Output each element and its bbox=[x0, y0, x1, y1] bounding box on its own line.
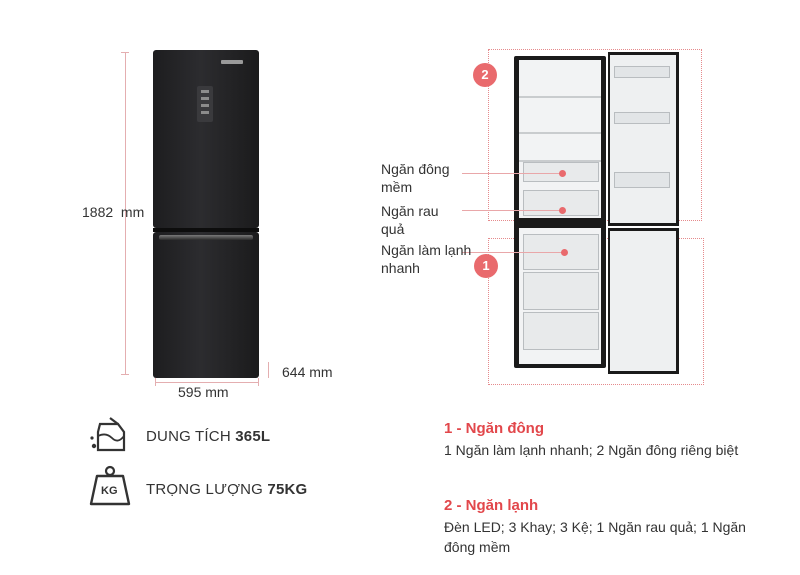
veg-dot bbox=[559, 207, 566, 214]
shelf bbox=[519, 160, 601, 162]
quick-cool-label: Ngăn làm lạnh nhanh bbox=[381, 242, 472, 276]
badge-1: 1 bbox=[474, 254, 498, 278]
control-panel bbox=[197, 86, 213, 122]
badge-2: 2 bbox=[473, 63, 497, 87]
width-left-tick bbox=[155, 378, 156, 386]
quick-cool-callout-line bbox=[462, 252, 562, 253]
soft-freeze-callout-line bbox=[462, 173, 560, 174]
veg-callout-line bbox=[462, 210, 560, 211]
fridge-closed bbox=[153, 50, 259, 378]
door-split bbox=[153, 228, 259, 232]
capacity-spec: DUNG TÍCH 365L bbox=[146, 428, 270, 445]
weight-spec: TRỌNG LƯỢNG 75KG bbox=[146, 481, 307, 498]
capacity-label: DUNG TÍCH bbox=[146, 428, 236, 445]
shelf bbox=[519, 96, 601, 98]
width-dimension-line bbox=[155, 382, 258, 383]
quick-cool-dot bbox=[561, 249, 568, 256]
weight-value: 75KG bbox=[267, 481, 308, 498]
depth-label: 644 mm bbox=[282, 364, 333, 380]
depth-dimension-line bbox=[268, 362, 269, 378]
kg-icon-text: KG bbox=[101, 485, 118, 497]
height-label: 1882 mm bbox=[82, 204, 145, 220]
water-container-icon bbox=[88, 416, 132, 456]
freezer-drawer bbox=[523, 272, 599, 310]
fridge-bottom-door bbox=[153, 232, 259, 378]
fridge-top-door bbox=[153, 50, 259, 228]
fridge-open bbox=[514, 52, 682, 374]
height-bottom-tick bbox=[121, 374, 129, 375]
soft-freeze-label: Ngăn đông mềm bbox=[381, 161, 450, 195]
brand-logo bbox=[221, 60, 243, 64]
freezer-section-title: 1 - Ngăn đông bbox=[444, 420, 544, 437]
width-right-tick bbox=[258, 378, 259, 386]
height-dimension-line bbox=[125, 52, 126, 374]
width-label: 595 mm bbox=[178, 384, 229, 400]
veg-drawer-label: Ngăn rau quả bbox=[381, 203, 439, 237]
soft-freeze-dot bbox=[559, 170, 566, 177]
kg-weight-icon: KG bbox=[88, 464, 132, 508]
door-shelf bbox=[614, 66, 670, 78]
weight-label: TRỌNG LƯỢNG bbox=[146, 481, 268, 498]
shelf bbox=[519, 132, 601, 134]
door-handle bbox=[159, 235, 253, 240]
upper-door-open bbox=[608, 52, 679, 226]
door-shelf bbox=[614, 112, 670, 124]
freezer-section-text: 1 Ngăn làm lạnh nhanh; 2 Ngăn đông riêng… bbox=[444, 442, 739, 458]
freezer-drawer bbox=[523, 312, 599, 350]
capacity-value: 365L bbox=[235, 428, 271, 445]
fridge-section-title: 2 - Ngăn lạnh bbox=[444, 497, 539, 514]
lower-door-open bbox=[608, 228, 679, 374]
fridge-section-text: Đèn LED; 3 Khay; 3 Kệ; 1 Ngăn rau quả; 1… bbox=[444, 519, 746, 555]
door-shelf bbox=[614, 172, 670, 188]
height-top-tick bbox=[121, 52, 129, 53]
